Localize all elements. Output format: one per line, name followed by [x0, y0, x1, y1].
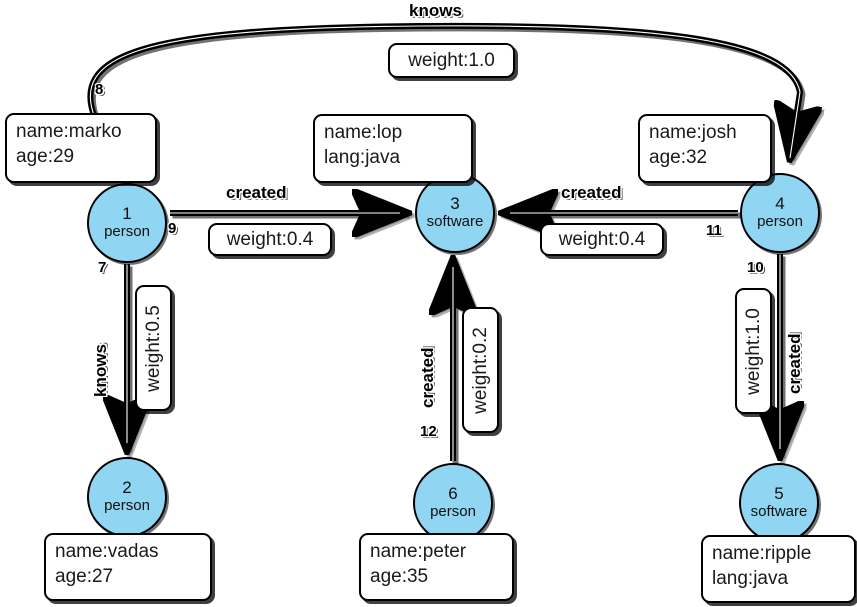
vertex-label: software — [426, 213, 484, 231]
vertex-id: 1 — [122, 204, 132, 224]
vertex-label: software — [750, 503, 808, 521]
property-box-vertex-3: name:lop lang:java — [313, 114, 473, 183]
vertex-2[interactable]: 2 person — [87, 457, 167, 537]
edge-label-created-right-vertical: created — [785, 333, 804, 394]
vertex-6[interactable]: 6 person — [413, 463, 493, 543]
vertex-id: 6 — [448, 484, 458, 504]
weight-chip-edge-8: weight:1.0 — [388, 43, 515, 78]
vertex-label: person — [104, 497, 150, 515]
weight-value: weight:1.0 — [408, 50, 495, 71]
vertex-4[interactable]: 4 person — [740, 173, 820, 253]
edge-label-created-middle: created — [418, 347, 437, 408]
property-line: age:27 — [55, 565, 114, 587]
weight-value: weight:0.2 — [470, 326, 491, 414]
edge-id-10: 10 — [747, 259, 764, 276]
property-box-vertex-4: name:josh age:32 — [638, 114, 772, 183]
edge-label-knows-left: knows — [91, 344, 110, 397]
vertex-id: 2 — [122, 478, 132, 498]
property-line: lang:java — [712, 567, 789, 589]
property-box-vertex-5: name:ripple lang:java — [701, 535, 856, 603]
vertex-id: 4 — [775, 194, 785, 214]
vertex-id: 3 — [450, 194, 460, 214]
property-line: name:vadas — [55, 541, 159, 562]
property-line: name:ripple — [712, 543, 812, 564]
property-line: name:josh — [649, 122, 737, 143]
weight-value: weight:1.0 — [743, 307, 764, 395]
vertex-label: person — [757, 213, 803, 231]
property-line: name:peter — [370, 541, 467, 562]
edge-label-knows-top: knows — [409, 1, 462, 20]
weight-value: weight:0.4 — [558, 229, 646, 250]
property-box-vertex-2: name:vadas age:27 — [44, 533, 212, 601]
weight-value: weight:0.5 — [143, 304, 164, 392]
weight-chip-edge-11: weight:0.4 — [540, 223, 664, 256]
edge-label-created-left: created — [226, 183, 287, 202]
weight-chip-edge-9: weight:0.4 — [208, 223, 332, 256]
weight-value: weight:0.4 — [226, 229, 314, 250]
vertex-label: person — [104, 223, 150, 241]
property-box-vertex-6: name:peter age:35 — [359, 533, 514, 601]
vertex-id: 5 — [774, 484, 784, 504]
vertex-5[interactable]: 5 software — [739, 463, 819, 543]
weight-chip-edge-10: weight:1.0 — [735, 288, 772, 414]
edge-id-8: 8 — [95, 81, 104, 98]
property-line: name:lop — [324, 122, 403, 143]
vertex-3[interactable]: 3 software — [415, 173, 495, 253]
edge-8-knows-highlight — [89, 25, 801, 159]
edge-id-11: 11 — [706, 222, 722, 239]
weight-chip-edge-7: weight:0.5 — [135, 285, 172, 411]
property-line: lang:java — [324, 146, 401, 168]
vertex-label: person — [430, 503, 476, 521]
edge-id-12: 12 — [420, 423, 437, 440]
property-line: name:marko — [16, 121, 122, 142]
property-box-vertex-1: name:marko age:29 — [5, 113, 157, 183]
weight-chip-edge-12: weight:0.2 — [462, 307, 499, 433]
edge-id-7: 7 — [98, 259, 107, 276]
property-line: age:35 — [370, 565, 429, 587]
vertex-1[interactable]: 1 person — [87, 183, 167, 263]
property-line: age:32 — [649, 146, 708, 168]
edge-label-created-right: created — [561, 183, 622, 202]
edge-id-9: 9 — [168, 220, 177, 237]
property-line: age:29 — [16, 145, 75, 167]
